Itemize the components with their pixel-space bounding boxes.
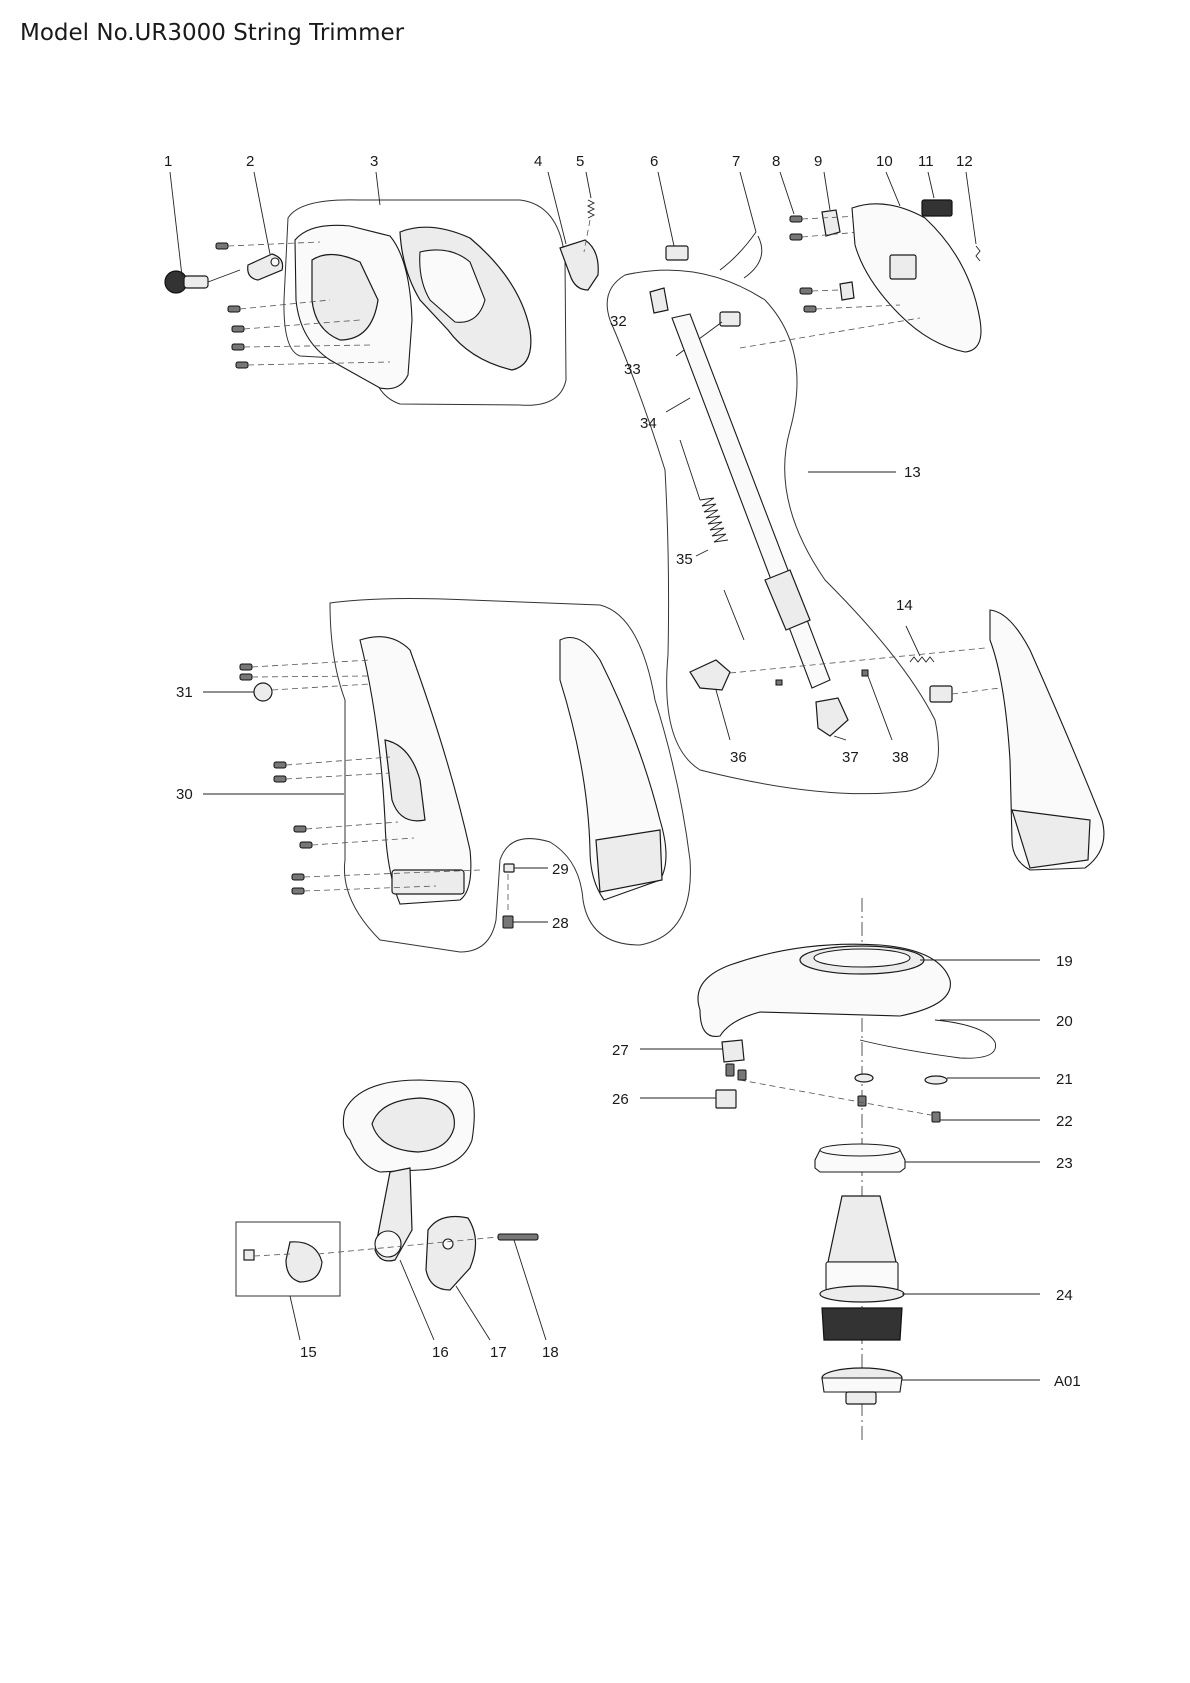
callout-5: 5: [576, 153, 584, 170]
callout-10: 10: [876, 153, 893, 170]
callout-1: 1: [164, 153, 172, 170]
part-12-spring: [965, 171, 981, 262]
part-38-pin: [775, 669, 893, 741]
callout-6: 6: [650, 153, 658, 170]
part-17-clamp: [425, 1215, 491, 1341]
callout-4: 4: [534, 153, 542, 170]
part-35-coil-cord: [679, 439, 745, 641]
callout-36: 36: [730, 749, 747, 766]
callout-11: 11: [918, 153, 934, 170]
callout-3: 3: [370, 153, 378, 170]
part-9-cord-clamp: [789, 171, 861, 241]
callout-17: 17: [490, 1344, 507, 1361]
part-36-lock-lever: [689, 659, 731, 741]
callout-20: 20: [1056, 1013, 1073, 1030]
part-16-auxiliary-handle: [342, 1079, 475, 1341]
callout-21: 21: [1056, 1071, 1073, 1088]
callout-31: 31: [176, 684, 193, 701]
group-outline-motor-housing-left: [283, 199, 567, 406]
page-title: Model No.UR3000 String Trimmer: [20, 20, 405, 46]
callout-23: 23: [1056, 1155, 1073, 1172]
callout-37: 37: [842, 749, 859, 766]
part-22-screw: [739, 1079, 1040, 1123]
group-outline-shaft-assembly: [606, 269, 939, 795]
callout-9: 9: [814, 153, 822, 170]
screw-set-handle: [239, 659, 481, 895]
part-32-clip: [649, 287, 669, 314]
callout-14: 14: [896, 597, 913, 614]
callout-35: 35: [676, 551, 693, 568]
part-20-wire-guard: [859, 1019, 1040, 1059]
callout-24: 24: [1056, 1287, 1073, 1304]
part-A01-spool: [821, 1367, 1040, 1405]
part-23-cover: [814, 1143, 1040, 1173]
callout-15: 15: [300, 1344, 317, 1361]
callout-18: 18: [542, 1344, 559, 1361]
part-34-shaft: [665, 313, 831, 689]
part-shaft-housing-right: [929, 609, 1105, 871]
part-handle-housing-right: [559, 636, 667, 901]
callout-2: 2: [246, 153, 254, 170]
callout-29: 29: [552, 861, 569, 878]
callout-33: 33: [624, 361, 641, 378]
callout-A01: A01: [1054, 1373, 1081, 1390]
callout-32: 32: [610, 313, 627, 330]
part-29-nut: [503, 863, 548, 914]
group-outline-handle-housing: [329, 598, 691, 953]
part-11-switch: [921, 171, 953, 217]
part-1-plug: [164, 171, 241, 294]
screw-set-housing: [215, 241, 391, 369]
callout-26: 26: [612, 1091, 629, 1108]
callout-13: 13: [904, 464, 921, 481]
callout-labels: 1 2 3 4 5 6 7 8 9 10 11 12 13 14 15 16 1…: [164, 153, 1081, 1390]
part-27-bracket: [640, 1039, 747, 1081]
part-19-guard: [697, 943, 1040, 1038]
screw-set-right: [739, 281, 921, 349]
part-15-knob-box: [235, 1221, 341, 1341]
part-4-switch-lever: [547, 171, 599, 291]
part-30-handle-housing: [203, 636, 472, 905]
part-28-screw: [502, 915, 548, 929]
part-24-motor: [819, 1195, 1040, 1341]
part-3-motor-housing: [294, 171, 532, 390]
part-8-screw: [779, 171, 803, 223]
callout-34: 34: [640, 415, 657, 432]
part-37-collar: [815, 697, 849, 741]
part-10-housing-right: [851, 171, 982, 353]
callout-22: 22: [1056, 1113, 1073, 1130]
part-2-bushing: [247, 171, 284, 281]
part-7-wire: [719, 171, 763, 279]
part-14-spring: [719, 625, 986, 675]
callout-7: 7: [732, 153, 740, 170]
callout-19: 19: [1056, 953, 1073, 970]
callout-12: 12: [956, 153, 973, 170]
part-6-terminal: [657, 171, 689, 261]
callout-38: 38: [892, 749, 909, 766]
part-5-spring: [583, 171, 596, 253]
part-26-label: [640, 1089, 737, 1109]
callout-8: 8: [772, 153, 780, 170]
part-31-cap: [203, 682, 371, 702]
callout-28: 28: [552, 915, 569, 932]
callout-27: 27: [612, 1042, 629, 1059]
callout-16: 16: [432, 1344, 449, 1361]
callout-30: 30: [176, 786, 193, 803]
part-21-washer: [854, 1073, 1040, 1085]
part-18-bolt: [317, 1233, 547, 1341]
